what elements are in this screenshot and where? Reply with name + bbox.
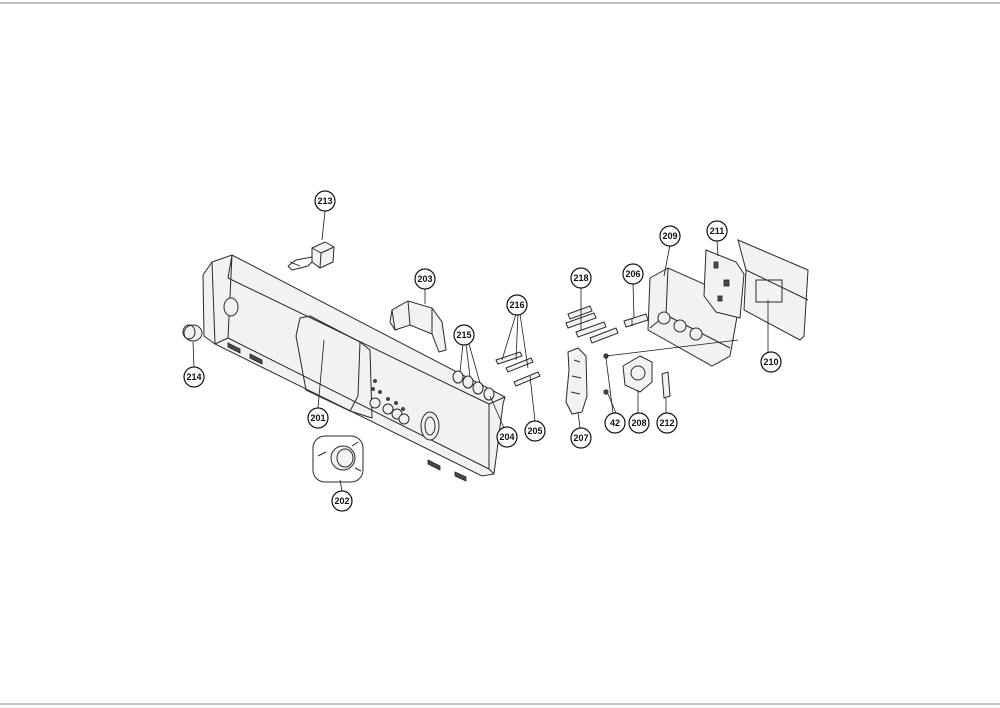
callout-211: 211 — [706, 220, 728, 242]
callout-206: 206 — [622, 263, 644, 285]
callout-208-label: 208 — [631, 418, 646, 428]
clip-part — [661, 371, 671, 399]
callout-211-label: 211 — [710, 226, 725, 236]
control-panel-fascia — [202, 254, 506, 482]
callout-209: 209 — [659, 225, 681, 247]
selector-knob-part — [312, 435, 364, 483]
callout-210-label: 210 — [763, 357, 778, 367]
callout-209-label: 209 — [662, 231, 677, 241]
callout-218: 218 — [570, 267, 592, 289]
handle-part — [389, 300, 447, 353]
callout-205-label: 205 — [527, 426, 542, 436]
callout-215: 215 — [453, 324, 475, 346]
callout-201: 201 — [307, 407, 329, 429]
callout-202-label: 202 — [334, 496, 349, 506]
callout-208: 208 — [628, 412, 650, 434]
callout-216: 216 — [506, 294, 528, 316]
callout-214-label: 214 — [186, 372, 201, 382]
callout-212: 212 — [656, 412, 678, 434]
callout-212-label: 212 — [659, 418, 674, 428]
callout-205: 205 — [524, 420, 546, 442]
callout-207: 207 — [570, 427, 592, 449]
bracket-part — [565, 347, 588, 415]
callout-204: 204 — [496, 426, 518, 448]
light-pipes-part — [495, 351, 541, 387]
callout-206-label: 206 — [625, 269, 640, 279]
callout-42-label: 42 — [610, 418, 620, 428]
callout-213: 213 — [314, 190, 336, 212]
callout-202: 202 — [331, 490, 353, 512]
callout-210: 210 — [760, 351, 782, 373]
pressure-switch-part — [622, 355, 653, 393]
callout-204-label: 204 — [499, 432, 514, 442]
leader-lines — [192, 210, 769, 492]
switches-part — [565, 305, 619, 344]
connector-part — [287, 241, 335, 271]
callout-215-label: 215 — [456, 330, 471, 340]
buttons-part — [452, 370, 495, 401]
callout-203-label: 203 — [417, 274, 432, 284]
callout-207-label: 207 — [573, 433, 588, 443]
callout-203: 203 — [414, 268, 436, 290]
switch-part — [623, 313, 649, 328]
board-part — [737, 239, 809, 341]
callout-42: 42 — [604, 412, 626, 434]
callout-213-label: 213 — [317, 196, 332, 206]
pcb-part — [703, 249, 745, 319]
callout-201-label: 201 — [310, 413, 325, 423]
callout-214: 214 — [183, 366, 205, 388]
knob-part — [182, 324, 203, 342]
callout-216-label: 216 — [509, 300, 524, 310]
callout-218-label: 218 — [573, 273, 588, 283]
